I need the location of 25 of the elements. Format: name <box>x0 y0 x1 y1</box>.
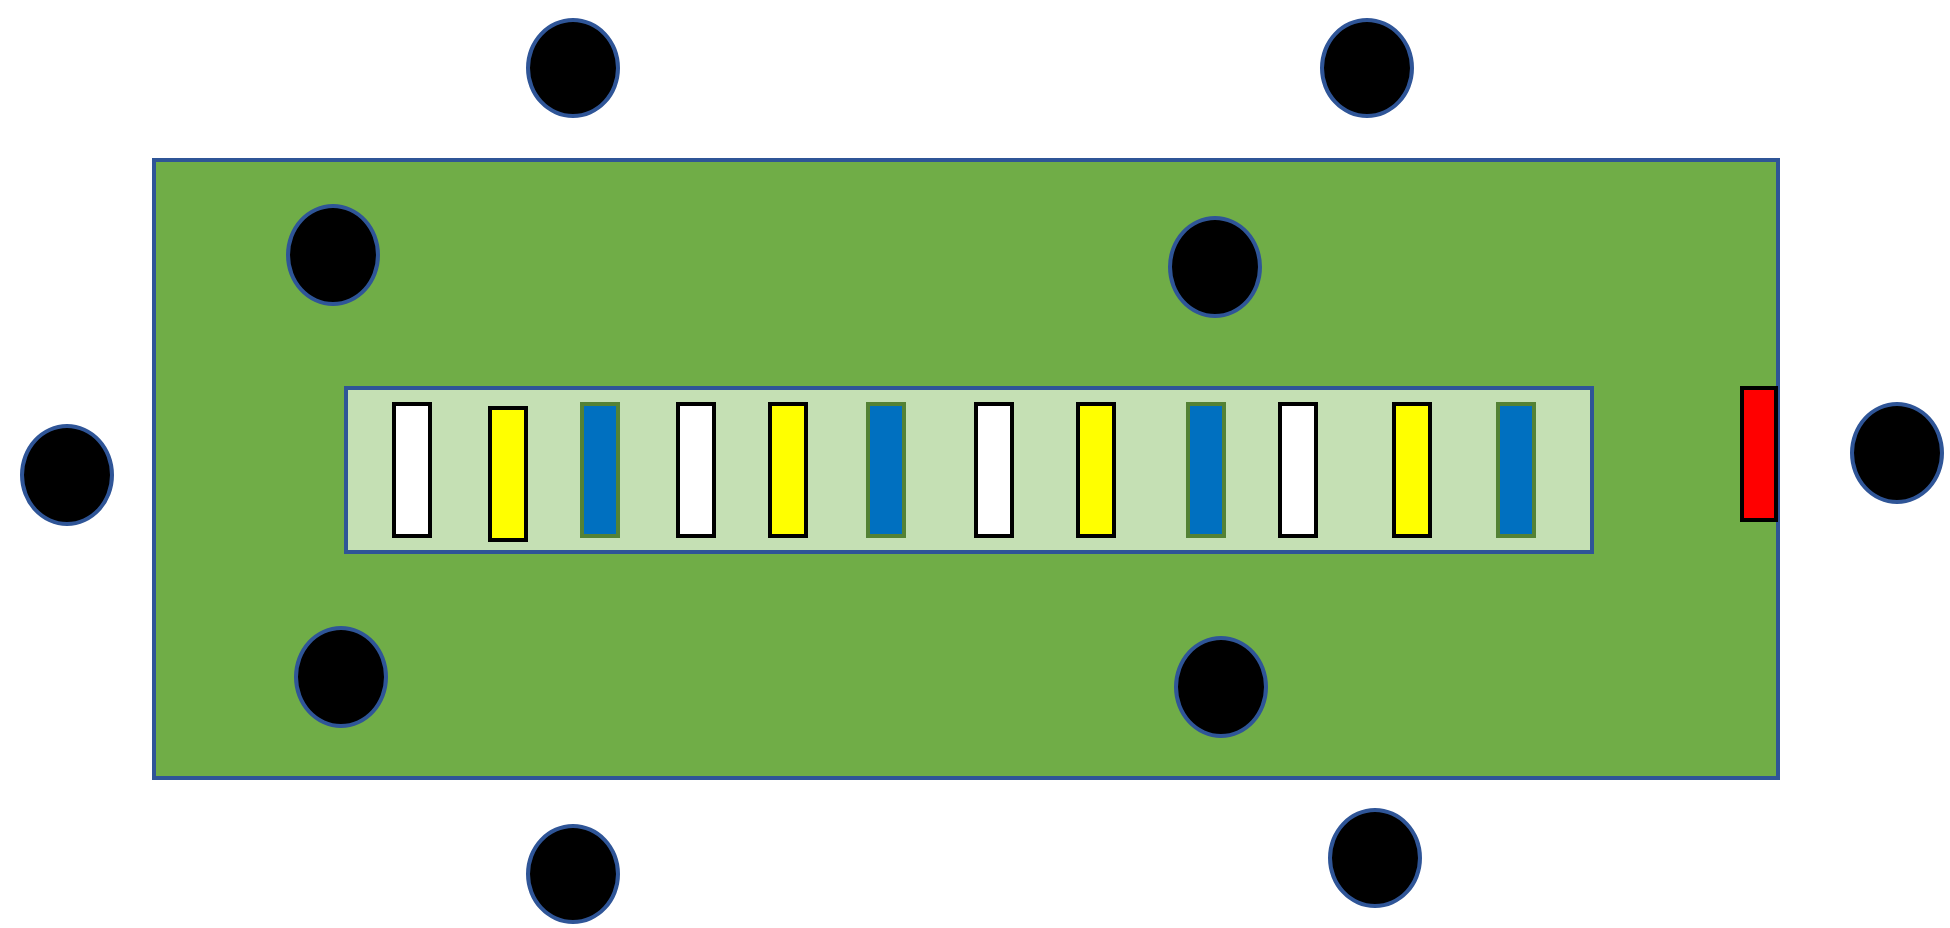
circle-marker <box>1168 216 1262 318</box>
bar-slot <box>1278 402 1318 538</box>
circle-marker <box>1320 18 1414 118</box>
bar-slot <box>344 386 1594 554</box>
bar-slot <box>676 402 716 538</box>
circle-marker <box>294 626 388 728</box>
bar-slot <box>1740 386 1778 522</box>
circle-marker <box>20 424 114 526</box>
bar-slot <box>488 406 528 542</box>
bar-slot <box>768 402 808 538</box>
circle-marker <box>1328 808 1422 908</box>
bar-slot <box>1076 402 1116 538</box>
circle-marker <box>286 204 380 306</box>
bar-slot <box>1186 402 1226 538</box>
outer-rectangle <box>152 158 1780 780</box>
circle-marker <box>1850 402 1944 504</box>
bar-slot <box>392 402 432 538</box>
bar-slot <box>866 402 906 538</box>
circle-marker <box>526 18 620 118</box>
circle-marker <box>1174 636 1268 738</box>
bar-slot <box>580 402 620 538</box>
bar-slot <box>974 402 1014 538</box>
circle-marker <box>526 824 620 924</box>
bar-slot <box>1496 402 1536 538</box>
bar-slot <box>1392 402 1432 538</box>
